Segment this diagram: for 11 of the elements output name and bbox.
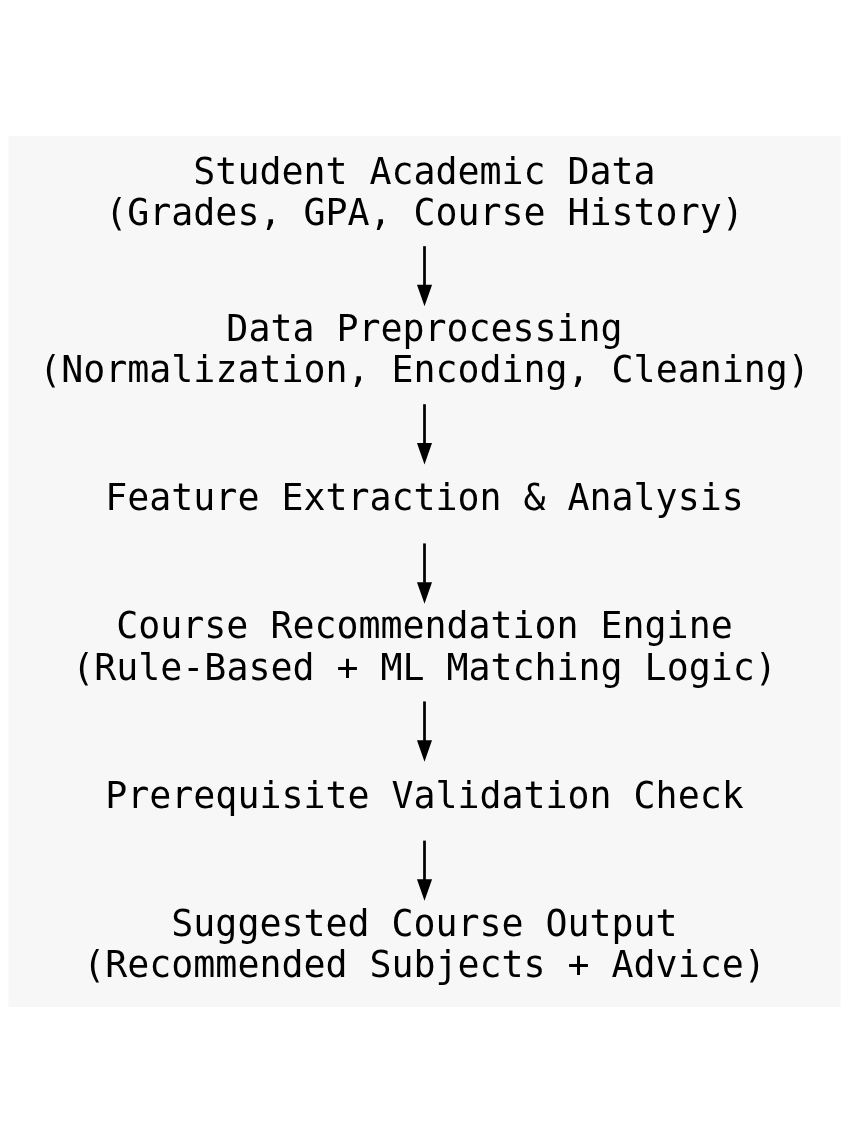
arrow xyxy=(416,404,433,465)
node-text: Suggested Course Output (Recommended Subjects + Advice) xyxy=(83,901,766,986)
arrow xyxy=(416,701,433,762)
arrow xyxy=(416,543,433,604)
node-text: Prerequisite Validation Check xyxy=(105,773,744,817)
node-text: Feature Extraction & Analysis xyxy=(105,476,744,520)
node-text: Student Academic Data (Grades, GPA, Course History) xyxy=(105,149,744,234)
node-text: Data Preprocessing (Normalization, Encoding, Cleaning) xyxy=(39,307,810,392)
arrow xyxy=(416,840,433,901)
arrow xyxy=(416,246,433,307)
node-text: Course Recommendation Engine (Rule-Based + ML Matching Logic) xyxy=(72,604,777,689)
